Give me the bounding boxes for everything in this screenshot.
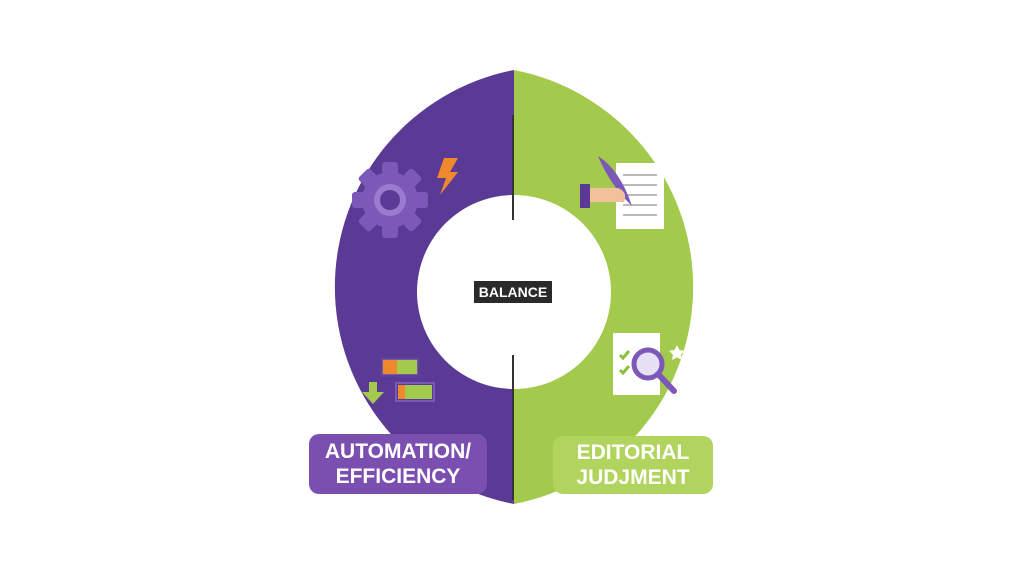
gear-icon	[352, 162, 428, 238]
quill-writing-icon	[580, 156, 664, 229]
automation-efficiency-label: AUTOMATION/ EFFICIENCY	[309, 434, 487, 494]
download-arrow-icon	[362, 382, 384, 404]
battery-icon	[380, 357, 435, 402]
editorial-judgment-label: EDITORIAL JUDJMENT	[553, 436, 713, 494]
balance-label: BALANCE	[474, 281, 552, 303]
document-review-icon	[613, 333, 685, 395]
star-icon	[669, 345, 685, 360]
label-line: EFFICIENCY	[335, 465, 461, 488]
lightning-icon	[437, 158, 458, 195]
label-line: AUTOMATION/	[324, 440, 472, 463]
label-line: JUDJMENT	[576, 466, 690, 489]
label-line: EDITORIAL	[576, 441, 690, 464]
magnifier-icon	[631, 347, 677, 394]
